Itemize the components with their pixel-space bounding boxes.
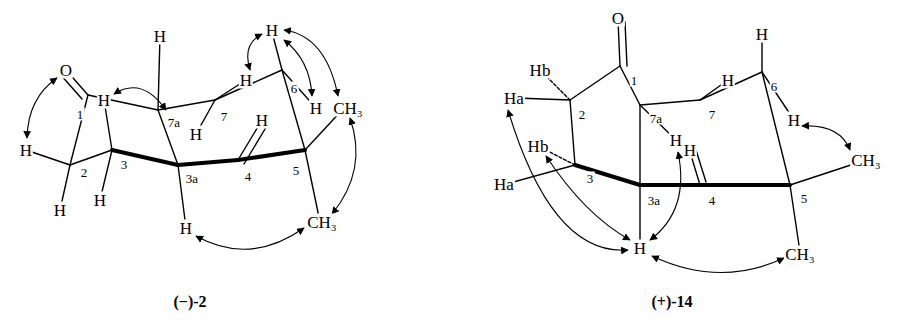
atom-label: H <box>721 72 735 89</box>
atom-label: H <box>19 142 33 159</box>
atom-number: 4 <box>708 194 717 207</box>
atom-label: Hb <box>529 62 552 79</box>
atom-number: 6 <box>290 82 299 95</box>
atom-label: H <box>93 192 107 209</box>
atom-label: H <box>787 112 801 129</box>
atom-number: 7 <box>220 110 229 123</box>
atom-number: 3a <box>185 172 199 185</box>
atom-label: H <box>179 220 193 237</box>
atom-label: Ha <box>503 90 525 107</box>
atom-label: H <box>683 142 697 159</box>
atom-label: H <box>309 100 323 117</box>
atom-label: CH₃ <box>306 214 338 231</box>
atom-number: 2 <box>80 166 89 179</box>
atom-number: 3a <box>647 194 661 207</box>
atom-label: O <box>611 10 625 27</box>
atom-number: 6 <box>770 80 779 93</box>
atom-label: H <box>53 202 67 219</box>
atom-label: CH₃ <box>850 152 882 169</box>
atom-label: H <box>255 112 269 129</box>
atom-number: 1 <box>630 74 639 87</box>
atom-number: 5 <box>800 192 809 205</box>
atom-label: CH₃ <box>784 246 816 263</box>
atom-label: H <box>189 126 203 143</box>
atom-label: H <box>265 22 279 39</box>
atom-label: H <box>669 132 683 149</box>
atom-label: Ha <box>493 176 515 193</box>
atom-number: 5 <box>292 164 301 177</box>
atom-label: H <box>153 28 167 45</box>
atom-number: 2 <box>578 108 587 121</box>
atom-number: 3 <box>586 172 595 185</box>
compound-label: (+)-14 <box>650 294 693 310</box>
atom-label: H <box>755 26 769 43</box>
atom-number: 7 <box>708 108 717 121</box>
atom-number: 7a <box>167 116 181 129</box>
atom-number: 7a <box>649 112 663 125</box>
atom-number: 3 <box>120 158 129 171</box>
atom-label: O <box>59 62 73 79</box>
atom-label: Hb <box>527 138 550 155</box>
atom-label: H <box>633 240 647 257</box>
compound-label: (−)-2 <box>172 294 207 310</box>
atom-label: H <box>239 72 253 89</box>
atom-label: CH₃ <box>332 100 364 117</box>
atom-number: 1 <box>76 108 85 121</box>
atom-label: H <box>97 92 111 109</box>
atom-number: 4 <box>244 170 253 183</box>
